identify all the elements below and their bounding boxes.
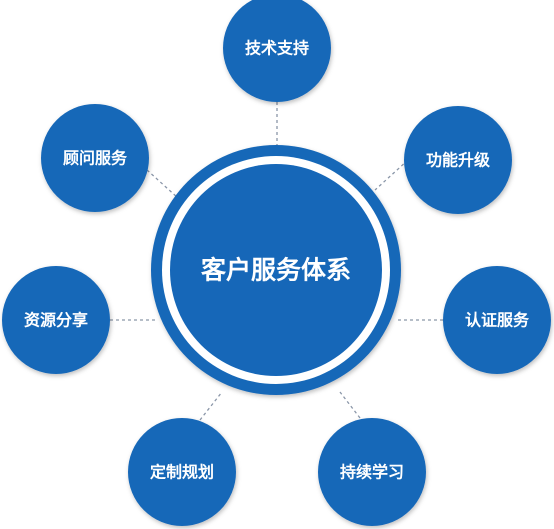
node-circle <box>41 104 149 212</box>
connector-custom-planning <box>199 391 223 421</box>
node-continuous-learning: 持续学习 <box>318 418 426 526</box>
node-label: 认证服务 <box>465 311 530 330</box>
node-resource-sharing: 资源分享 <box>2 266 110 374</box>
node-tech-support: 技术支持 <box>223 0 331 102</box>
hub-inner-circle <box>170 164 382 376</box>
node-label: 资源分享 <box>24 311 88 330</box>
node-consulting-service: 顾问服务 <box>41 104 149 212</box>
hub: 客户服务体系 <box>151 145 401 395</box>
node-label: 技术支持 <box>245 39 309 58</box>
connector-continuous-learning <box>339 391 361 419</box>
node-feature-upgrade: 功能升级 <box>404 106 512 214</box>
node-circle <box>318 418 426 526</box>
hub-label: 客户服务体系 <box>201 256 351 285</box>
node-label: 顾问服务 <box>63 149 128 168</box>
node-circle <box>128 418 236 526</box>
node-label: 定制规划 <box>149 463 214 482</box>
connector-consulting-service <box>146 169 179 199</box>
node-circle <box>223 0 331 102</box>
node-custom-planning: 定制规划 <box>128 418 236 526</box>
node-circle <box>2 266 110 374</box>
node-certification-service: 认证服务 <box>443 266 551 374</box>
node-label: 功能升级 <box>426 151 491 170</box>
node-label: 持续学习 <box>340 463 404 482</box>
node-circle <box>443 266 551 374</box>
connectors <box>110 102 443 421</box>
connector-feature-upgrade <box>374 159 409 191</box>
node-circle <box>404 106 512 214</box>
